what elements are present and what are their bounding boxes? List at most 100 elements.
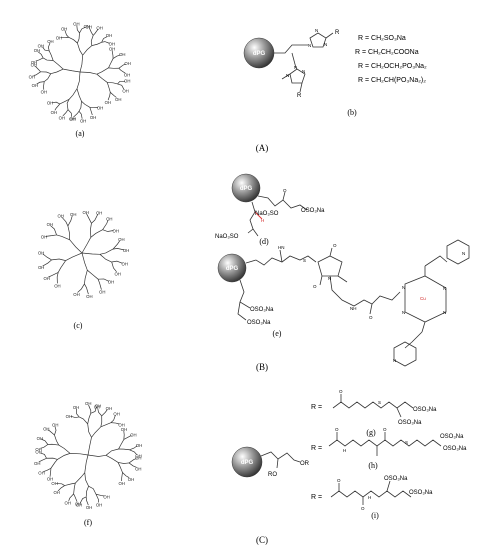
- backbone-bond: [90, 406, 97, 414]
- backbone-bond: [79, 416, 88, 425]
- backbone-bond: [40, 444, 49, 449]
- subfigure-label-f: (f): [84, 518, 92, 527]
- hydroxyl-end: OH: [53, 490, 59, 495]
- sulfate-label: OSO₃Na: [409, 490, 433, 496]
- backbone-bond: [56, 483, 65, 486]
- hydroxyl-end: OH: [69, 117, 75, 122]
- backbone-bond: [96, 67, 109, 75]
- substituent-h: [328, 432, 442, 456]
- hydroxyl-end: OH: [124, 61, 130, 66]
- h-atom: H: [368, 495, 371, 500]
- backbone-bond: [111, 261, 117, 273]
- cu-center: Cu: [420, 296, 426, 301]
- backbone-bond: [50, 68, 64, 74]
- dpg-label-C: dPG: [241, 460, 254, 466]
- sulfate-label: OSO₃Na: [413, 407, 437, 413]
- hydroxyl-end: OH: [124, 72, 130, 77]
- backbone-bond: [128, 458, 137, 464]
- sulfate-label: OSO₃Na: [398, 420, 422, 426]
- scheme-C: dPG RO OR R = O S OSO₃Na OSO₃Na R = O H …: [231, 389, 467, 511]
- o-atom: O: [335, 427, 339, 432]
- hydroxyl-end: OH: [66, 414, 72, 419]
- r-group-2: R = CH₂CH₂COONa: [355, 49, 419, 56]
- hydroxyl-end: OH: [32, 83, 38, 88]
- hydroxyl-end: OH: [47, 477, 53, 482]
- backbone-bond: [77, 42, 83, 56]
- backbone-bond: [105, 448, 119, 456]
- backbone-bond: [101, 36, 108, 43]
- scheme-e: dPG HN O O O S N NH N N N N: [217, 239, 470, 367]
- dpg-label-e: dPG: [226, 266, 239, 272]
- backbone-bond: [48, 272, 59, 278]
- hydroxyl-end: OH: [114, 272, 120, 277]
- backbone-bond: [81, 237, 92, 254]
- backbone-bond: [85, 496, 89, 506]
- hydroxyl-end: OH: [99, 290, 105, 295]
- hydroxyl-end: OH: [47, 101, 53, 106]
- dpg-label-b: dPG: [253, 51, 266, 57]
- backbone-bond: [73, 493, 78, 502]
- hydroxyl-end: OH: [86, 294, 92, 299]
- subfigure-label-d: (d): [259, 237, 269, 246]
- backbone-bond: [66, 99, 70, 110]
- hydroxyl-end: OH: [35, 450, 41, 455]
- o-atom: O: [337, 478, 341, 483]
- backbone-bond: [79, 26, 86, 34]
- backbone-bond: [48, 50, 54, 61]
- backbone-bond: [57, 485, 65, 492]
- backbone-bond: [81, 252, 88, 271]
- hydroxyl-end: OH: [103, 494, 109, 499]
- backbone-bond: [42, 57, 54, 61]
- backbone-bond: [111, 260, 123, 264]
- backbone-bond: [49, 468, 52, 477]
- n-atom: N: [402, 285, 405, 290]
- backbone-bond: [45, 234, 57, 237]
- hydroxyl-end: OH: [123, 248, 129, 253]
- backbone-bond: [68, 88, 78, 100]
- backbone-bond: [79, 71, 97, 75]
- backbone-bond: [90, 35, 94, 46]
- backbone-bond: [84, 454, 89, 473]
- o-atom: O: [313, 284, 317, 289]
- o-atom: O: [283, 188, 287, 193]
- hydroxyl-end: OH: [90, 115, 96, 120]
- hydroxyl-end: OH: [37, 436, 43, 441]
- dpg-dendrimer-f: OHOHOHOHOHOHOHOHOHOHOHOHOHOHOHOHOHOHOHOH…: [34, 401, 142, 510]
- ro-or-arms: [260, 451, 301, 469]
- backbone-bond: [105, 454, 119, 463]
- backbone-bond: [100, 422, 112, 428]
- hydroxyl-end: OH: [47, 39, 53, 44]
- backbone-bond: [34, 65, 41, 73]
- o-atom: O: [361, 506, 365, 511]
- hydroxyl-end: OH: [105, 100, 111, 105]
- backbone-bond: [70, 415, 80, 418]
- hydroxyl-end: OH: [73, 21, 79, 26]
- ro-substituent: RO: [268, 472, 277, 478]
- hydroxyl-end: OH: [108, 280, 114, 285]
- backbone-bond: [129, 449, 137, 455]
- hydroxyl-end: OH: [73, 405, 79, 410]
- backbone-bond: [91, 214, 99, 224]
- hydroxyl-end: OH: [38, 470, 44, 475]
- hydroxyl-end: OH: [115, 97, 121, 102]
- backbone-bond: [129, 445, 138, 451]
- hydroxyl-end: OH: [47, 222, 53, 227]
- backbone-bond: [98, 278, 109, 282]
- backbone-bond: [73, 111, 80, 118]
- backbone-bond: [64, 482, 76, 486]
- n-atom: N: [402, 310, 405, 315]
- r-substituent-label: R: [335, 30, 340, 36]
- sulfate-label: NaO₃SO: [215, 234, 239, 240]
- backbone-bond: [47, 42, 51, 52]
- backbone-bond: [117, 462, 123, 473]
- backbone-bond: [96, 73, 108, 83]
- backbone-bond: [54, 103, 61, 111]
- n-atom: N: [443, 286, 446, 291]
- hydroxyl-end: OH: [83, 210, 89, 215]
- backbone-bond: [101, 41, 110, 44]
- backbone-bond: [76, 408, 80, 418]
- hydroxyl-end: OH: [96, 502, 102, 507]
- backbone-bond: [88, 485, 97, 495]
- backbone-bond: [76, 71, 81, 89]
- backbone-bond: [128, 462, 137, 468]
